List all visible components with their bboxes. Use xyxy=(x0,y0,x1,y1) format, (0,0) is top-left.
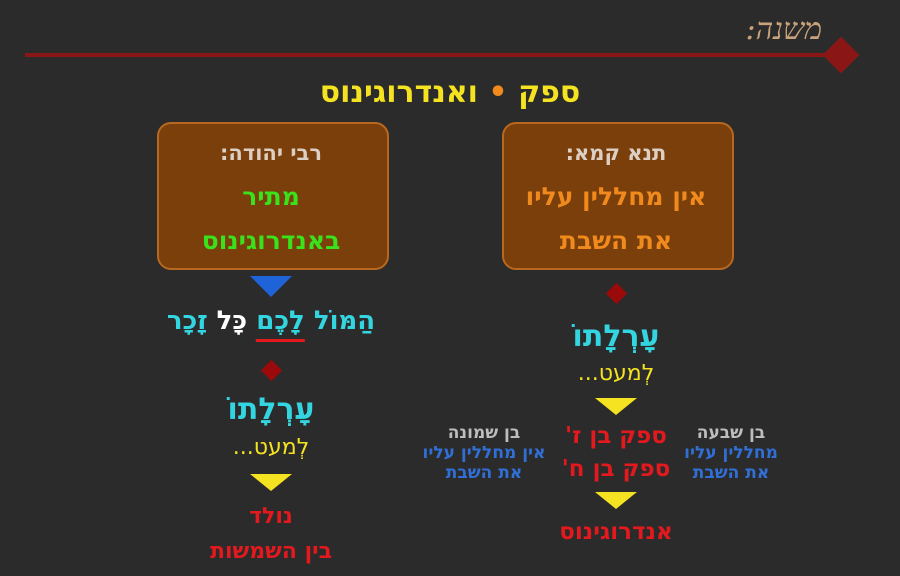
tanna-kamma-line2: את השבת xyxy=(559,226,673,255)
verse-word-highlight: כָּל xyxy=(216,306,248,336)
lemaet-right: לְמעט... xyxy=(577,361,655,386)
header-rule xyxy=(25,53,837,57)
orlato-right: עָרְלָתוֹ xyxy=(572,319,660,354)
verse-word-underlined: לָכֶם xyxy=(256,306,305,342)
orlato-left: עָרְלָתוֹ xyxy=(227,392,315,427)
header-diamond-icon xyxy=(822,36,860,74)
diamond-icon xyxy=(260,359,283,382)
tanna-kamma-header: תנא קמא: xyxy=(565,141,667,165)
diamond-icon xyxy=(605,282,628,305)
yellow-arrow-icon xyxy=(250,474,292,491)
blue-arrow-icon xyxy=(250,276,292,297)
safek-ben-7: ספק בן ז' xyxy=(565,423,667,449)
ben-shiva-line2: את השבת xyxy=(692,463,770,483)
ben-shmona-line1: אין מחללין עליו xyxy=(422,443,546,463)
title-right-word: ספק xyxy=(518,75,581,110)
title-bullet: • xyxy=(488,75,508,110)
ben-shiva-line1: מחללין עליו xyxy=(684,443,778,463)
title-left-word: ואנדרוגינוס xyxy=(319,75,478,110)
rabbi-yehuda-line1: מתיר xyxy=(242,182,300,211)
verse-word: זָכָר xyxy=(166,306,208,336)
bein-hashmashot: בין השמשות xyxy=(209,539,333,564)
ben-shmona-title: בן שמונה xyxy=(447,423,521,443)
logo: משנה: xyxy=(745,12,822,47)
tanna-kamma-line1: אין מחללין עליו xyxy=(525,182,707,211)
yellow-arrow-icon xyxy=(595,492,637,509)
rabbi-yehuda-line2: באנדרוגינוס xyxy=(201,226,341,255)
rabbi-yehuda-box xyxy=(157,122,389,270)
nolad: נולד xyxy=(249,504,293,529)
ben-shmona-line2: את השבת xyxy=(445,463,523,483)
ben-shiva-title: בן שבעה xyxy=(696,423,766,443)
lemaet-left: לְמעט... xyxy=(232,435,310,460)
tanna-kamma-box xyxy=(502,122,734,270)
slide-title: ספק • ואנדרוגינוס xyxy=(320,78,581,108)
verse-line: הַמּוֹל לָכֶם כָּל זָכָר xyxy=(166,306,376,342)
rabbi-yehuda-header: רבי יהודה: xyxy=(220,141,322,165)
yellow-arrow-icon xyxy=(595,398,637,415)
androgynos: אנדרוגינוס xyxy=(559,519,673,545)
safek-ben-8: ספק בן ח' xyxy=(561,456,671,482)
verse-word: הַמּוֹל xyxy=(313,306,376,336)
